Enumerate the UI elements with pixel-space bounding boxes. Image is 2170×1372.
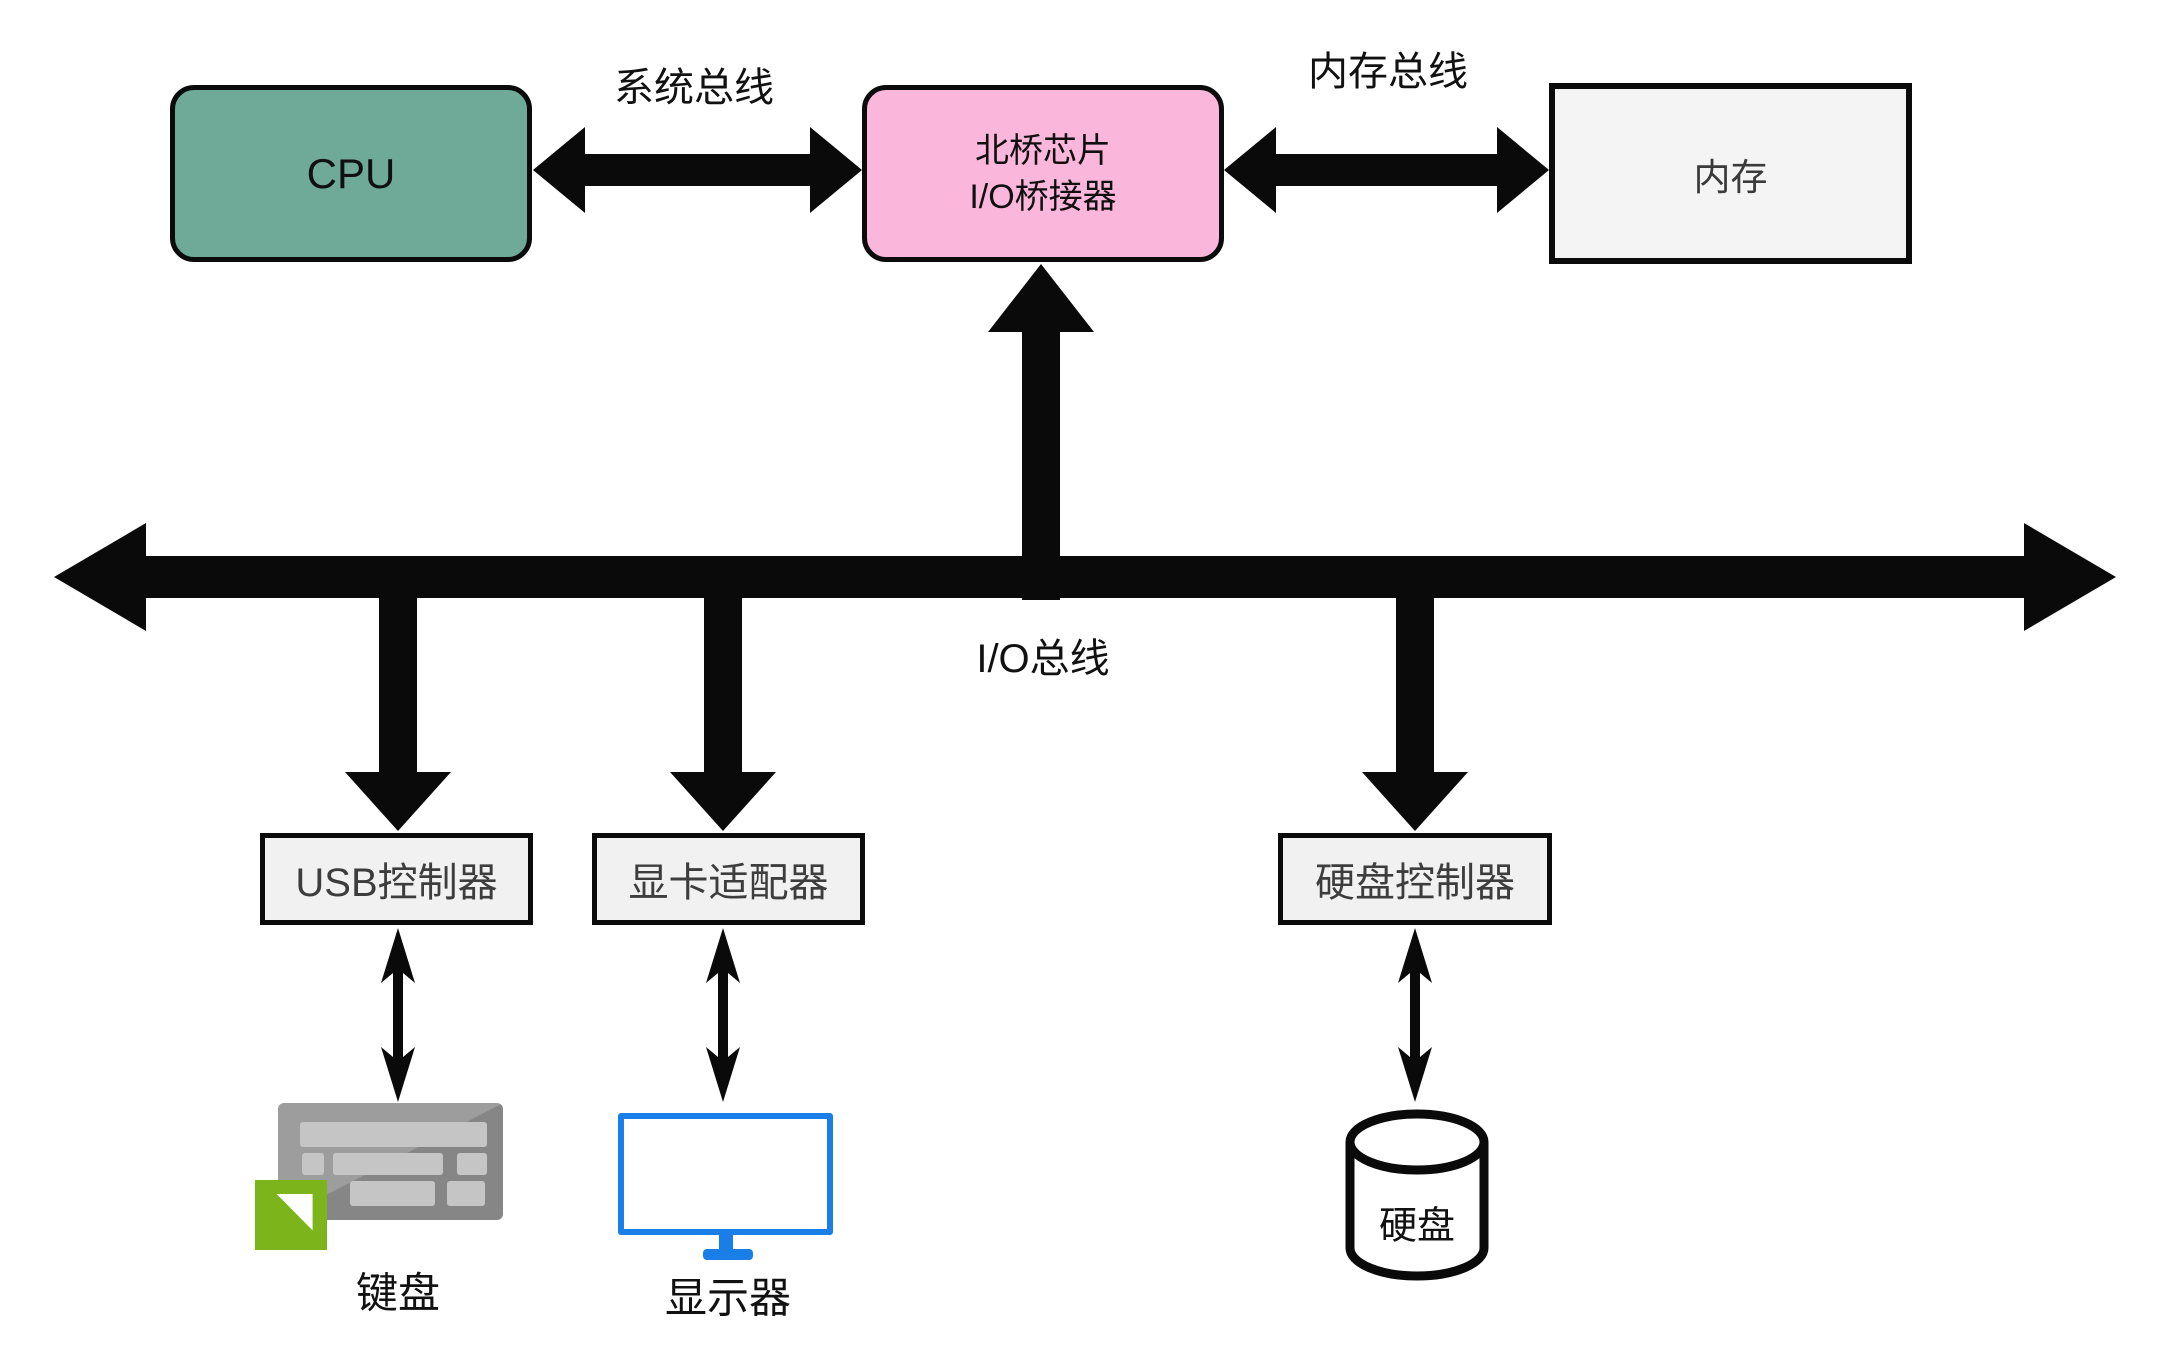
keyboard-label: 键盘 <box>355 1269 441 1317</box>
system-bus-arrow <box>533 127 862 213</box>
keyboard-icon <box>278 1103 503 1220</box>
keyboard-key <box>457 1153 487 1175</box>
disk-controller-label: 硬盘控制器 <box>1315 861 1515 905</box>
keyboard-key <box>302 1153 324 1175</box>
io-bus-line <box>54 523 2116 631</box>
disk-branch-arrow <box>1362 598 1468 831</box>
graphics-branch-arrow <box>670 598 776 831</box>
keyboard-badge-icon <box>255 1180 327 1250</box>
keyboard-key <box>300 1122 487 1147</box>
usb-controller-label: USB控制器 <box>295 861 498 905</box>
disk-cylinder-icon <box>1345 1109 1489 1281</box>
memory-label: 内存 <box>1693 156 1768 198</box>
monitor-stand-neck <box>719 1235 733 1251</box>
monitor-icon <box>618 1113 833 1235</box>
monitor-stand-base <box>703 1249 753 1260</box>
node-cpu: CPU <box>170 85 532 262</box>
io-bridge-connector-arrow <box>988 264 1094 600</box>
memory-bus-label: 内存总线 <box>1308 50 1468 94</box>
cpu-label: CPU <box>306 149 396 197</box>
northbridge-label: 北桥芯片 I/O桥接器 <box>969 128 1116 220</box>
node-usb-controller: USB控制器 <box>260 833 533 925</box>
io-bus-label: I/O总线 <box>976 637 1110 681</box>
memory-bus-arrow <box>1224 127 1549 213</box>
usb-branch-arrow <box>345 598 451 831</box>
disk-device-arrow <box>1398 928 1432 1102</box>
graphics-device-arrow <box>706 928 740 1102</box>
node-disk-controller: 硬盘控制器 <box>1278 833 1552 925</box>
node-northbridge: 北桥芯片 I/O桥接器 <box>862 85 1224 262</box>
monitor-label: 显示器 <box>664 1274 792 1322</box>
keyboard-key <box>333 1153 443 1175</box>
usb-device-arrow <box>381 928 415 1102</box>
node-memory: 内存 <box>1549 83 1912 264</box>
northbridge-label-line1: 北桥芯片 <box>975 131 1111 170</box>
northbridge-label-line2: I/O桥接器 <box>969 177 1117 216</box>
keyboard-key <box>350 1181 435 1206</box>
keyboard-key <box>447 1181 485 1206</box>
node-graphics-adapter: 显卡适配器 <box>592 833 865 925</box>
system-bus-label: 系统总线 <box>614 66 774 110</box>
keyboard-badge-cursor-icon <box>276 1194 313 1231</box>
graphics-adapter-label: 显卡适配器 <box>628 861 829 905</box>
hard-disk-label: 硬盘 <box>1378 1205 1456 1248</box>
